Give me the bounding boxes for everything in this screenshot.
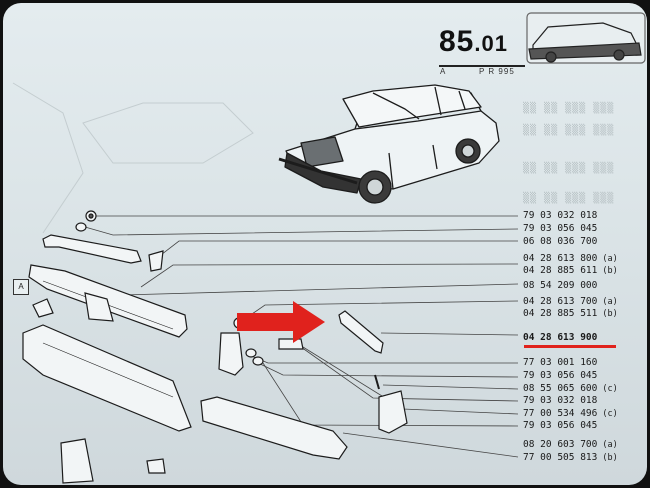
- nut-part: [85, 210, 97, 222]
- callout-box: A: [13, 279, 29, 295]
- page-reference-main: 85: [439, 25, 475, 58]
- bracket-bar-part: [42, 234, 142, 264]
- header-rule: [439, 65, 525, 67]
- end-cap-part: [378, 390, 408, 434]
- spring-pin-part: [374, 374, 380, 390]
- part-number: 79 03 032 018: [523, 395, 598, 406]
- part-number: 79 03 056 045: [523, 223, 598, 234]
- parts-drawings: [22, 210, 408, 484]
- bleed-through-text: ▒▒ ▒▒ ▒▒▒ ▒▒▒: [523, 193, 615, 204]
- thumbnail-car-illustration: [526, 12, 646, 64]
- part-number: 04 28 613 800(a): [523, 253, 618, 264]
- page-reference-number: 85.01: [439, 25, 508, 59]
- support-bracket-part: [218, 332, 244, 376]
- exploded-parts-diagram: [12, 12, 646, 484]
- washer-part: [75, 222, 87, 232]
- clip-part: [148, 250, 164, 272]
- part-number: 04 28 885 511(b): [523, 308, 618, 319]
- header-code: P R 995: [479, 67, 515, 76]
- lower-bumper-part: [200, 396, 348, 460]
- part-number: 79 03 056 045: [523, 420, 598, 431]
- main-car-illustration: [278, 84, 500, 204]
- part-number: 77 03 001 160: [523, 357, 598, 368]
- red-highlight-arrow: [237, 301, 325, 343]
- part-number: 08 20 603 700(a): [523, 439, 618, 450]
- catalog-page: 85.01 A P R 995 ▒▒ ▒▒ ▒▒▒ ▒▒▒ ▒▒ ▒▒ ▒▒▒ …: [3, 3, 647, 485]
- part-number: 77 00 534 496(c): [523, 408, 618, 419]
- bleed-through-car: [12, 82, 254, 234]
- small-tab-part: [146, 458, 166, 474]
- part-number: 79 03 032 018: [523, 210, 598, 221]
- highlighted-part-number: 04 28 613 900: [523, 332, 598, 343]
- bleed-through-text: ▒▒ ▒▒ ▒▒▒ ▒▒▒: [523, 125, 615, 136]
- highlight-underline: [524, 345, 616, 348]
- bleed-through-text: ▒▒ ▒▒ ▒▒▒ ▒▒▒: [523, 163, 615, 174]
- fixing-bracket-part: [84, 292, 114, 322]
- part-number: 77 00 505 813(b): [523, 452, 618, 463]
- part-number: 08 54 209 000: [523, 280, 598, 291]
- part-number: 08 55 065 600(c): [523, 383, 618, 394]
- header-variant: A: [440, 67, 446, 76]
- mounting-stud-part: [278, 338, 304, 350]
- front-apron-part: [22, 324, 192, 432]
- part-number: 06 08 036 700: [523, 236, 598, 247]
- page-reference-sub: .01: [474, 31, 508, 56]
- part-number: 79 03 056 045: [523, 370, 598, 381]
- rubber-bush-part: [245, 348, 264, 366]
- part-number: 04 28 613 700(a): [523, 296, 618, 307]
- part-number: 04 28 885 611(b): [523, 265, 618, 276]
- bleed-through-text: ▒▒ ▒▒ ▒▒▒ ▒▒▒: [523, 103, 615, 114]
- small-clip-part: [32, 298, 54, 318]
- corner-piece-part: [60, 438, 94, 484]
- reinforcement-arm-part: [338, 310, 384, 354]
